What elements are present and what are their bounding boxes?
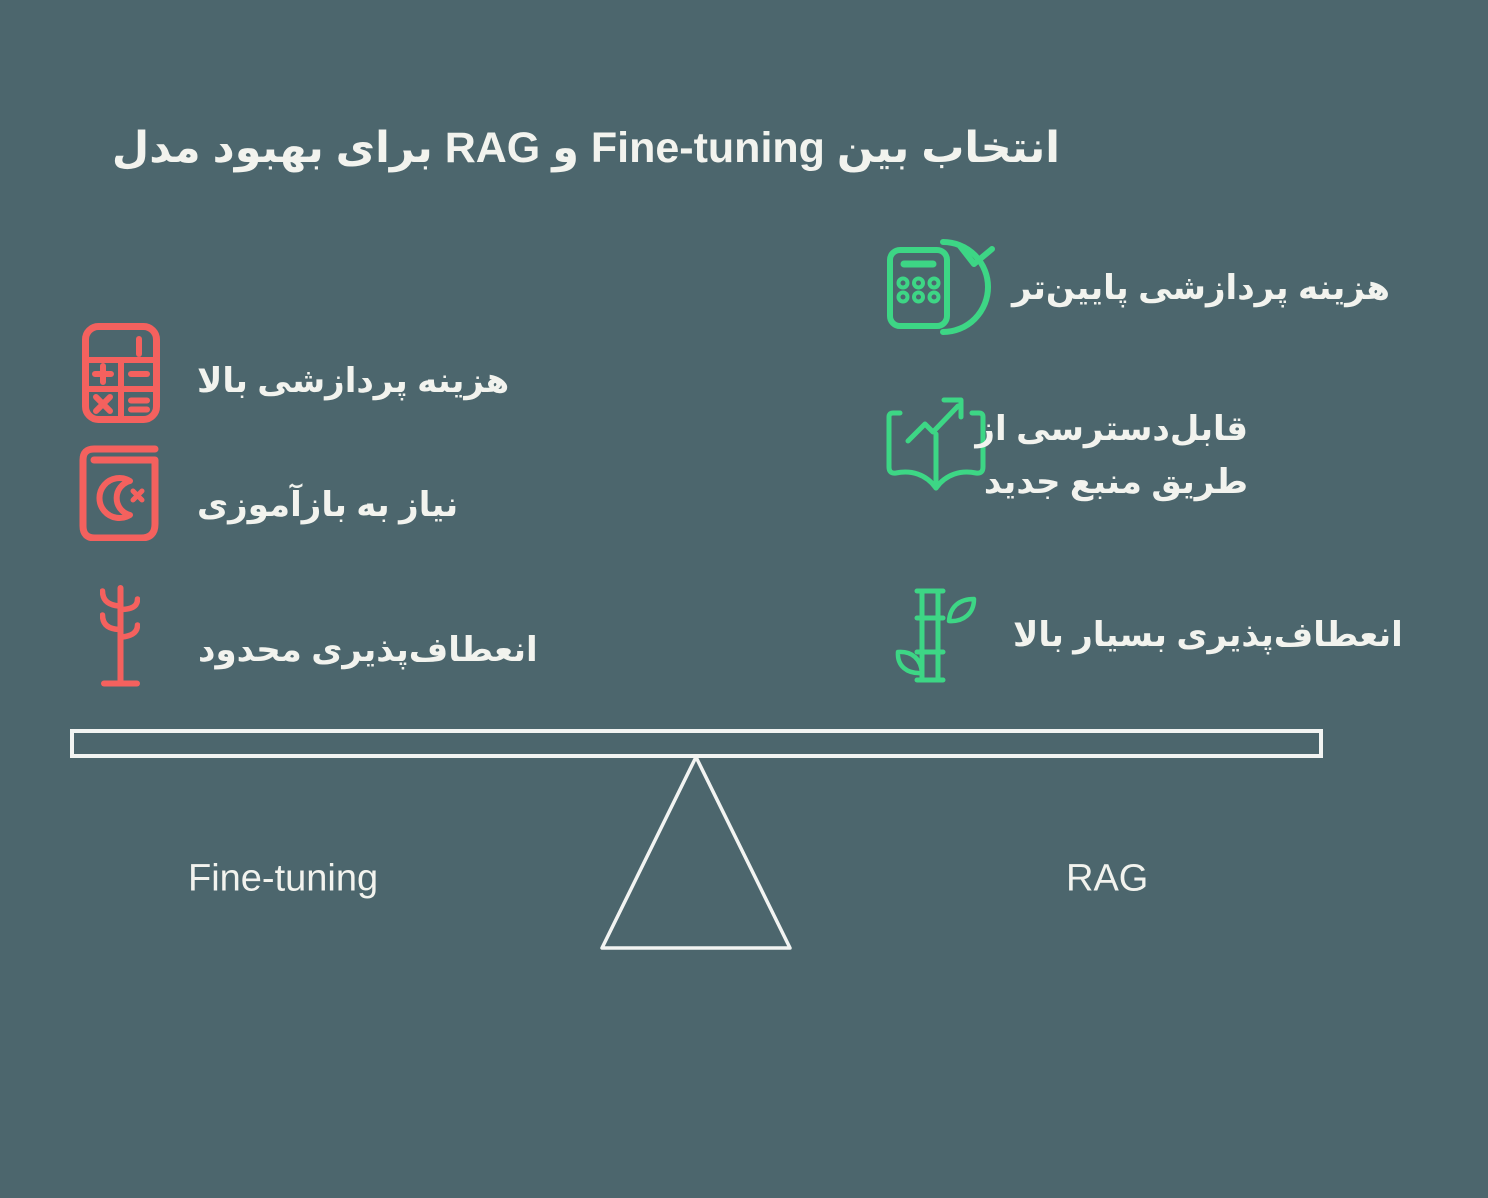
- bamboo-icon: [893, 572, 978, 684]
- calculator-refresh-icon: [886, 236, 1000, 338]
- calculator-icon: [82, 323, 160, 423]
- book-retraining-icon: [78, 441, 160, 541]
- fine-tuning-item-label: انعطاف‌پذیری محدود: [198, 630, 538, 669]
- fine-tuning-item-label: هزینه پردازشی بالا: [197, 361, 510, 400]
- rag-item-label: هزینه پردازشی پایین‌تر: [1012, 268, 1391, 307]
- rag-item-label: قابل‌دسترسی از طریق منبع جدید: [975, 403, 1248, 509]
- rag-item-label: انعطاف‌پذیری بسیار بالا: [1013, 615, 1403, 654]
- rag-item-label-line1: قابل‌دسترسی از: [975, 410, 1248, 448]
- rag-side-label: RAG: [1066, 857, 1149, 900]
- bare-tree-icon: [100, 584, 140, 687]
- seesaw-fulcrum-triangle: [592, 754, 800, 952]
- open-book-growth-icon: [886, 396, 986, 500]
- fine-tuning-item-label: نیاز به بازآموزی: [197, 485, 459, 524]
- page-title: انتخاب بین Fine-tuning و RAG برای بهبود …: [111, 124, 1060, 172]
- rag-item-label-line2: طریق منبع جدید: [983, 463, 1248, 501]
- fine-tuning-side-label: Fine-tuning: [188, 857, 379, 900]
